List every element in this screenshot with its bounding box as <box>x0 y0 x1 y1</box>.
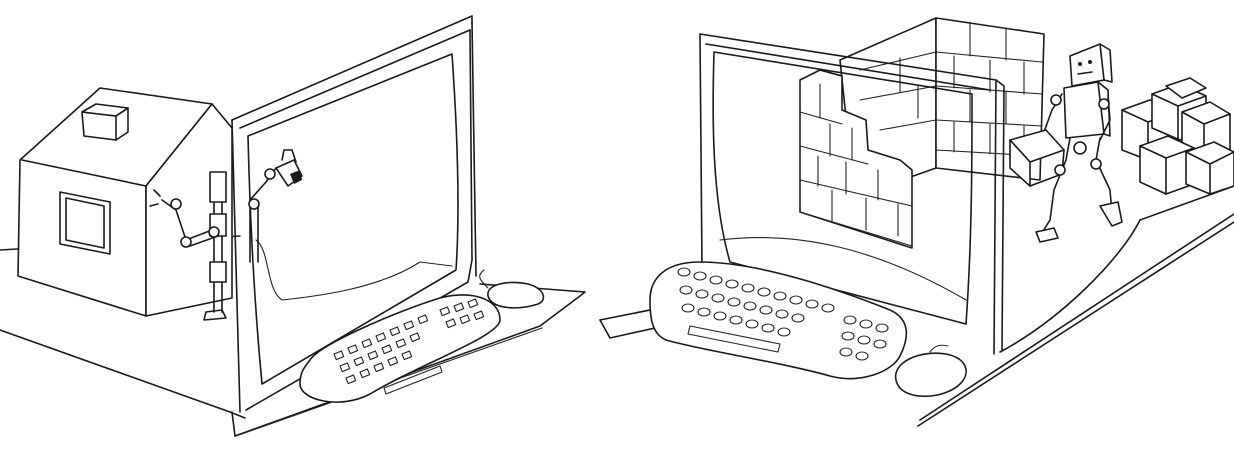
blocks-pile-icon <box>1121 77 1234 195</box>
robot-arm-icon <box>149 171 227 321</box>
virtual-arm-icon <box>248 149 303 263</box>
keyboard-icon <box>649 261 908 380</box>
keyboard-icon <box>299 294 501 403</box>
right-scene <box>599 17 1234 427</box>
robot-icon <box>1009 43 1123 243</box>
monitor-icon <box>699 33 1005 355</box>
left-scene <box>0 15 586 437</box>
brick-wall-icon <box>799 17 1045 249</box>
house-icon <box>17 87 233 317</box>
mouse-icon <box>479 269 545 309</box>
mouse-icon <box>895 344 967 398</box>
